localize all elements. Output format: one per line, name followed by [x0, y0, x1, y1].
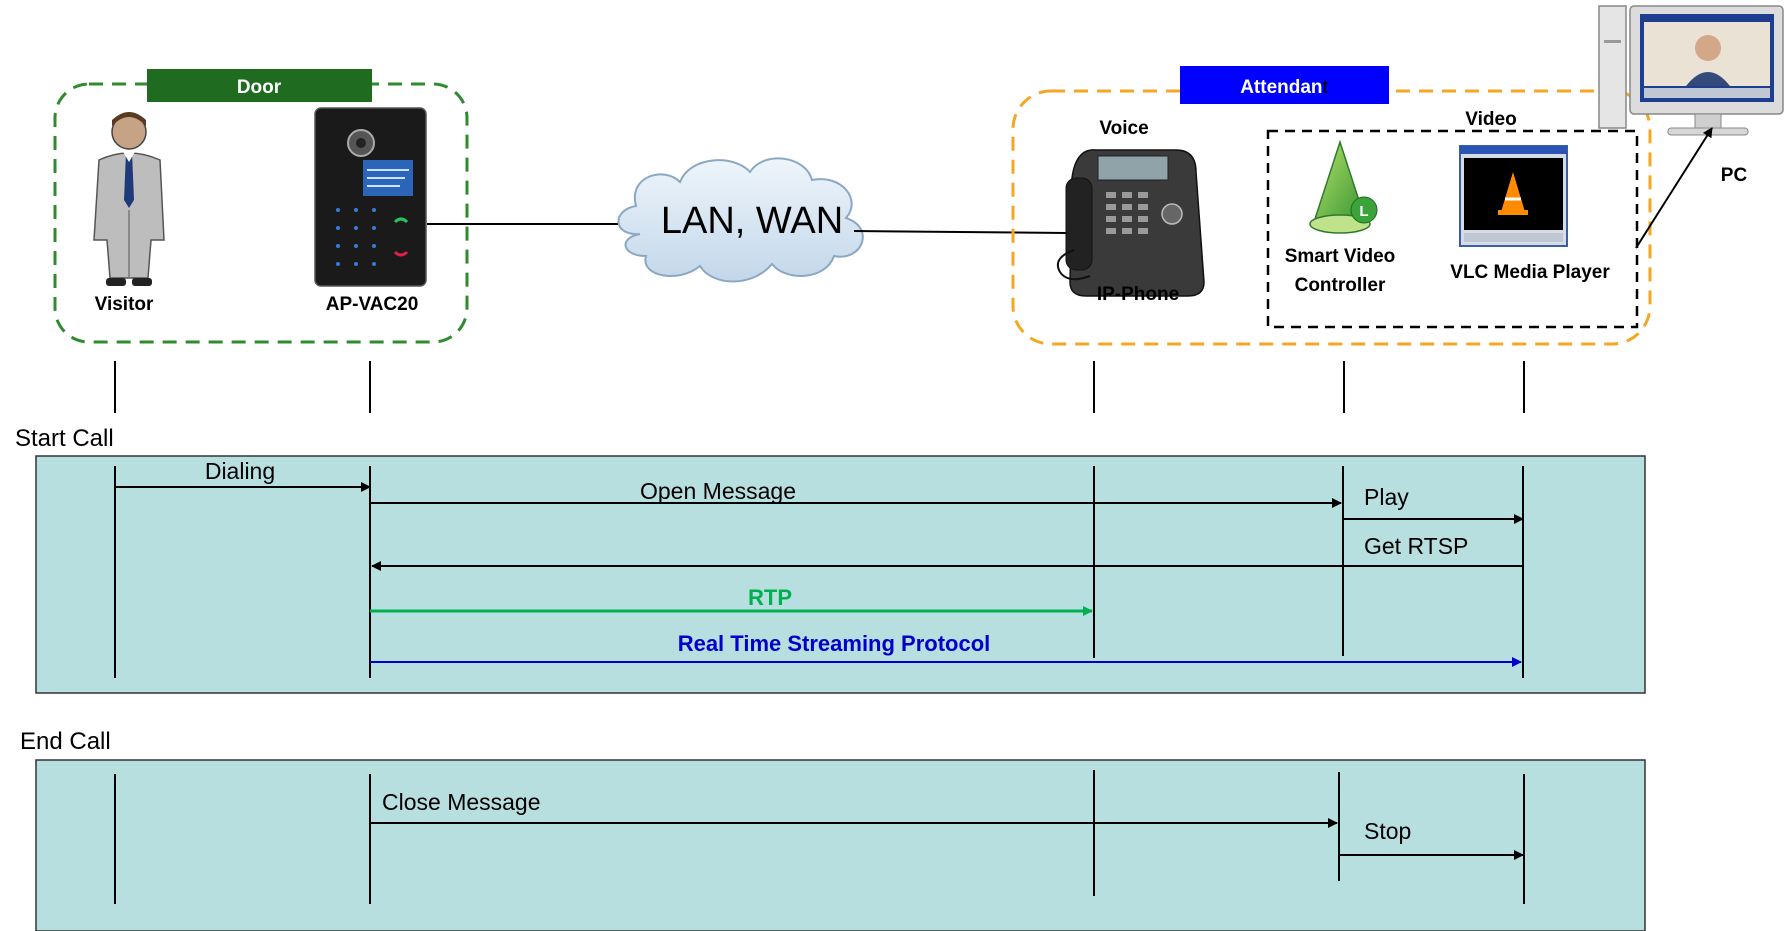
ip-phone-icon	[1056, 149, 1205, 297]
lifeline-stubs	[114, 361, 1525, 413]
voice-label: Voice	[1099, 118, 1148, 139]
smart-video-controller-label-2: Controller	[1295, 275, 1386, 296]
smart-video-controller-label-1: Smart Video	[1285, 246, 1396, 267]
dialing-label: Dialing	[205, 458, 275, 484]
ap-vac20-label: AP-VAC20	[326, 294, 419, 315]
ap-vac20-device-icon	[314, 107, 427, 287]
get-rtsp-label: Get RTSP	[1364, 533, 1468, 559]
close-message-label: Close Message	[382, 789, 541, 815]
attendant-title-bar	[1180, 66, 1389, 104]
ip-phone-label: IP-Phone	[1097, 284, 1179, 305]
pc-icon	[1598, 5, 1784, 136]
door-group: Door Visitor	[53, 69, 469, 344]
pc-label: PC	[1721, 165, 1748, 186]
door-title-bar	[147, 69, 372, 102]
network-cloud-icon	[617, 157, 864, 283]
start-call-panel	[35, 455, 1646, 694]
visitor-label: Visitor	[95, 294, 154, 315]
attendant-group: Attendant Voice IP-Phone Video L	[1011, 66, 1652, 346]
rtsp-label: Real Time Streaming Protocol	[678, 631, 991, 656]
open-message-label: Open Message	[640, 478, 796, 504]
stop-label: Stop	[1364, 818, 1411, 844]
attendant-title: Attendant	[1240, 77, 1328, 98]
end-call-lifelines	[114, 770, 1525, 904]
pc-link	[1635, 127, 1713, 249]
door-title: Door	[237, 77, 282, 98]
svg-text:L: L	[1359, 203, 1368, 220]
end-call-panel	[35, 759, 1646, 931]
network-phone-link	[853, 230, 1068, 234]
network-label: LAN, WAN	[661, 200, 843, 242]
video-dashed-box	[1266, 129, 1639, 329]
rtp-label: RTP	[748, 585, 792, 610]
play-label: Play	[1364, 484, 1409, 510]
start-call-lifelines	[114, 466, 1524, 678]
vlc-media-player-label: VLC Media Player	[1450, 262, 1610, 283]
video-label: Video	[1465, 109, 1516, 130]
smart-video-controller-icon: L	[1309, 139, 1378, 234]
visitor-person-icon	[93, 112, 165, 286]
start-call-title: Start Call	[15, 425, 114, 452]
vlc-media-player-icon	[1459, 145, 1568, 247]
end-call-title: End Call	[20, 728, 111, 755]
